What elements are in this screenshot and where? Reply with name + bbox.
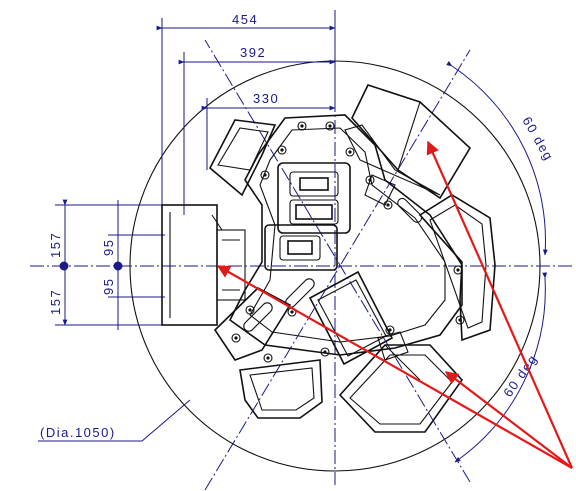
lower-angle-label: 60 deg [500, 351, 540, 400]
dimension-454-label: 454 [232, 12, 258, 27]
mounting-holes [231, 121, 465, 363]
callout-arrow-upper-tool [426, 140, 574, 469]
top-dimensions [156, 18, 336, 215]
diameter-leader [38, 399, 191, 442]
callout-arrow-lower-tool [444, 371, 573, 469]
callout-arrow-left-tool [216, 265, 573, 469]
dimension-95-bottom-label: 95 [101, 278, 116, 295]
left-tool-plate [161, 204, 246, 326]
robot-base-housing [208, 114, 496, 419]
upper-angle-label: 60 deg [519, 114, 556, 164]
tilted-inner-plate [308, 270, 394, 366]
dimension-157-bottom-label: 157 [48, 289, 63, 315]
upper-angle-arc [446, 61, 548, 256]
callout-arrows [216, 140, 574, 469]
control-panels [264, 162, 351, 271]
upper-right-tool [344, 84, 472, 206]
lower-angle-arc [454, 272, 548, 463]
dimension-392-label: 392 [240, 45, 266, 60]
center-marker-outer [59, 261, 69, 271]
center-marker-inner [113, 261, 123, 271]
dimension-330-label: 330 [253, 91, 279, 106]
diameter-label: (Dia.1050) [40, 425, 116, 440]
dimension-157-top-label: 157 [48, 232, 63, 258]
dimension-95-top-label: 95 [101, 239, 116, 256]
diagonal-center-line-upper [204, 49, 471, 491]
diagonal-center-line-lower [204, 39, 471, 483]
